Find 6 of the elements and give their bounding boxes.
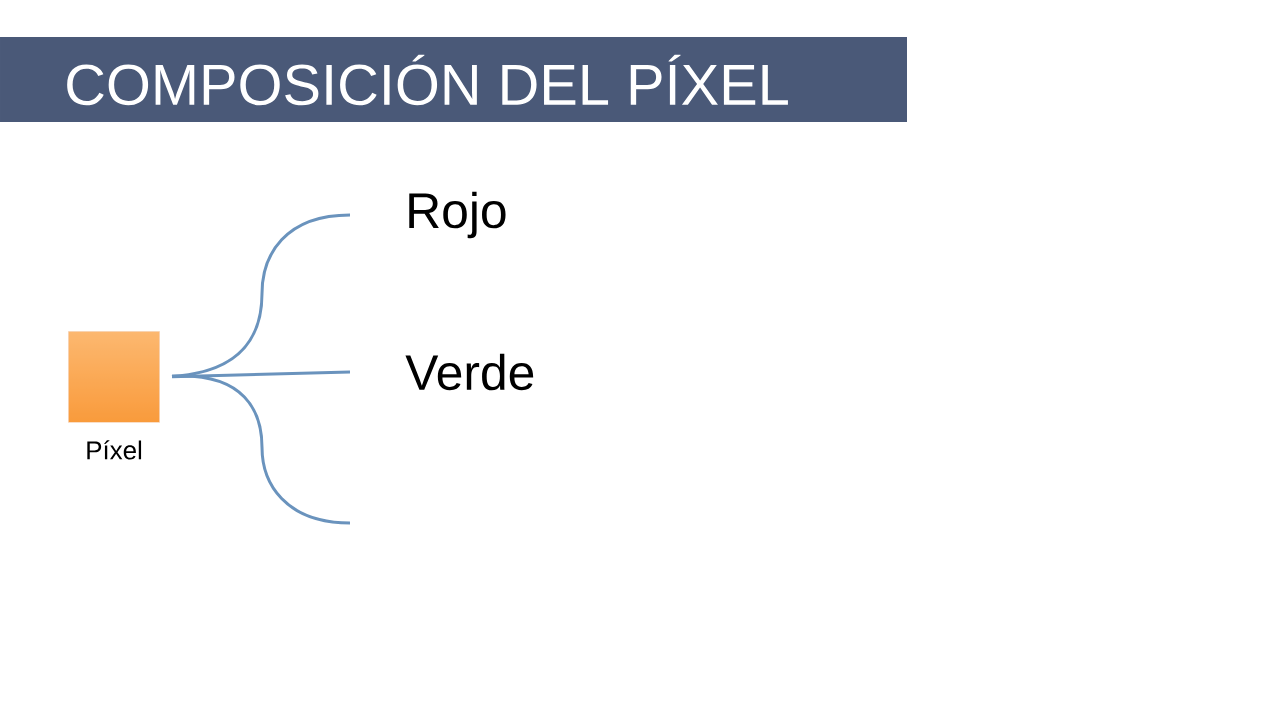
- pixel-square: [68, 331, 160, 423]
- node-caption: Píxel: [87, 440, 142, 460]
- component-label: Verde: [405, 353, 534, 391]
- connector-line: [171, 374, 351, 525]
- title: COMPOSICIÓN DEL PÍXEL: [67, 54, 788, 106]
- component-label: Rojo: [409, 191, 506, 239]
